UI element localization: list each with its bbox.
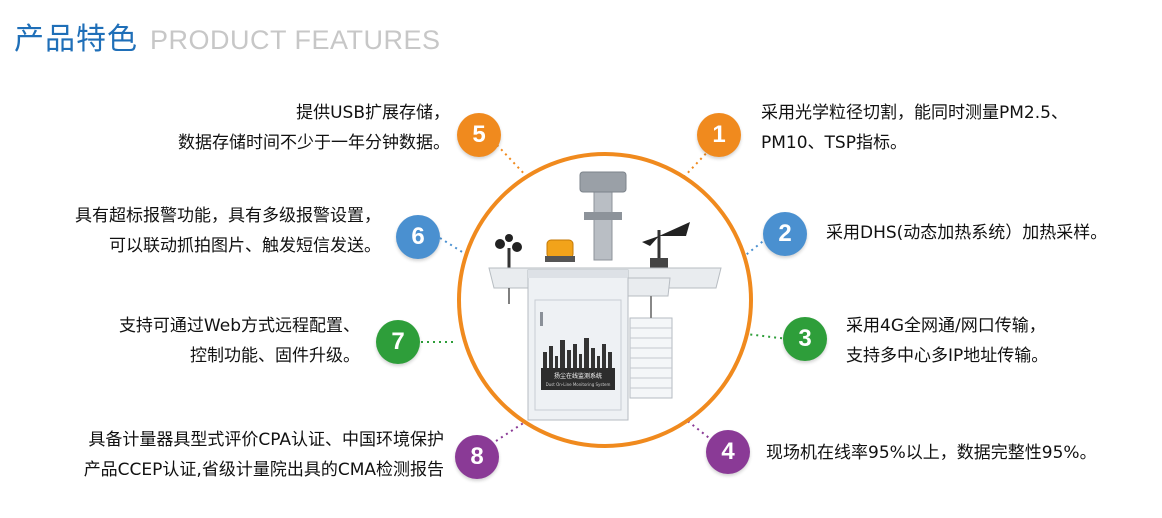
feature-6-text: 具有超标报警功能，具有多级报警设置， 可以联动抓拍图片、触发短信发送。 [75,201,381,261]
radiation-shield [629,296,673,399]
feature-2-line-1: 采用DHS(动态加热系统）加热采样。 [826,223,1108,243]
feature-1-text: 采用光学粒径切割，能同时测量PM2.5、 PM10、TSP指标。 [761,98,1068,158]
monitor-device: 扬尘在线监测系统 Dust On-Line Monitoring System [488,171,722,421]
connector-6 [439,237,468,256]
feature-2-text: 采用DHS(动态加热系统）加热采样。 [826,218,1107,248]
badge-2: 2 [763,212,807,256]
badge-8: 8 [455,435,499,479]
feature-3-line-2: 支持多中心多IP地址传输。 [846,346,1049,366]
badge-4-number: 4 [721,438,735,465]
feature-8-line-1: 具备计量器具型式评价CPA认证、中国环境保护 [88,430,444,450]
heading-title-cn: 产品特色 [14,22,138,57]
feature-1-line-2: PM10、TSP指标。 [761,133,907,153]
feature-5-line-1: 提供USB扩展存储， [296,103,450,123]
device-label-cn: 扬尘在线监测系统 [554,372,602,380]
feature-5-line-2: 数据存储时间不少于一年分钟数据。 [178,133,450,153]
feature-6-line-2: 可以联动抓拍图片、触发短信发送。 [109,236,381,256]
feature-7-line-1: 支持可通过Web方式远程配置、 [118,316,360,336]
feature-7-text: 支持可通过Web方式远程配置、 控制功能、固件升级。 [119,311,360,371]
badge-5-number: 5 [472,121,486,148]
connector-8 [495,419,529,442]
badge-7-number: 7 [391,328,405,355]
badge-1-number: 1 [712,121,726,148]
badge-2-number: 2 [778,220,792,247]
badge-3: 3 [783,317,827,361]
feature-8-line-2: 产品CCEP认证,省级计量院出具的CMA检测报告 [83,460,444,480]
connector-3 [737,332,789,340]
badge-3-number: 3 [798,325,812,352]
connector-4 [679,414,714,442]
feature-4-line-1: 现场机在线率95%以上，数据完整性95%。 [766,443,1097,463]
feature-5-text: 提供USB扩展存储， 数据存储时间不少于一年分钟数据。 [178,98,450,158]
connector-1 [680,144,715,181]
feature-7-line-2: 控制功能、固件升级。 [190,346,360,366]
section-heading: 产品特色 PRODUCT FEATURES [14,14,441,57]
feature-8-text: 具备计量器具型式评价CPA认证、中国环境保护 产品CCEP认证,省级计量院出具的… [84,425,444,485]
badge-1: 1 [697,113,741,157]
badge-8-number: 8 [470,443,484,470]
connector-5 [496,144,531,181]
feature-3-text: 采用4G全网通/网口传输， 支持多中心多IP地址传输。 [846,311,1048,371]
feature-4-text: 现场机在线率95%以上，数据完整性95%。 [766,438,1097,468]
device-label-en: Dust On-Line Monitoring System [546,382,611,387]
badge-4: 4 [706,430,750,474]
badge-6-number: 6 [411,223,425,250]
badge-5: 5 [457,113,501,157]
badge-6: 6 [396,215,440,259]
heading-title-en: PRODUCT FEATURES [150,25,441,55]
badge-7: 7 [376,320,420,364]
feature-1-line-1: 采用光学粒径切割，能同时测量PM2.5、 [761,103,1068,123]
feature-3-line-1: 采用4G全网通/网口传输， [846,316,1046,336]
feature-6-line-1: 具有超标报警功能，具有多级报警设置， [75,206,381,226]
